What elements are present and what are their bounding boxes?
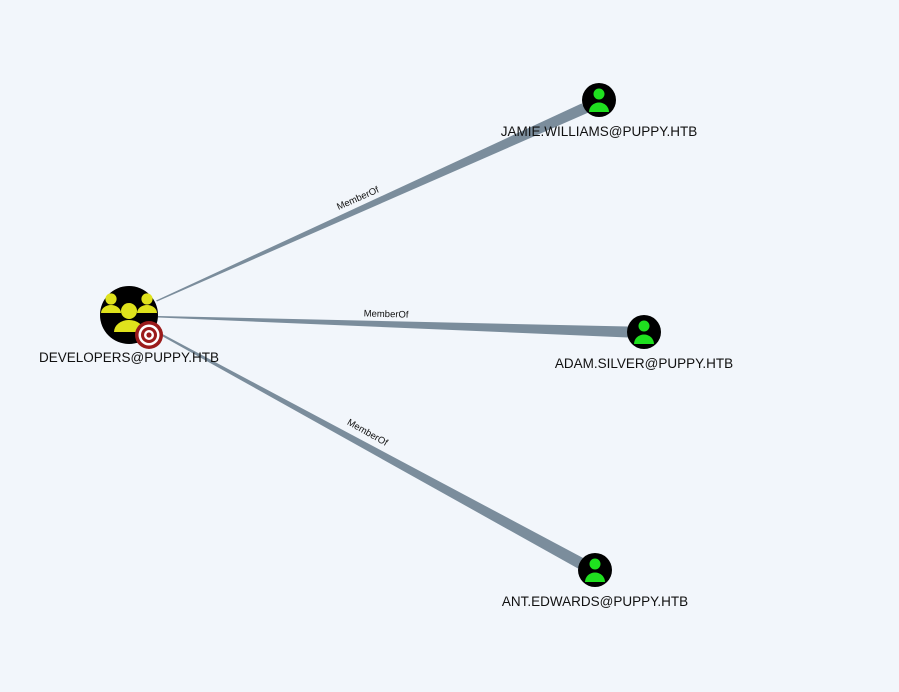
node-label: ANT.EDWARDS@PUPPY.HTB [502, 594, 688, 609]
edge-line[interactable] [156, 103, 589, 302]
node-adam-silver[interactable]: ADAM.SILVER@PUPPY.HTB [555, 315, 733, 371]
node-label: JAMIE.WILLIAMS@PUPPY.HTB [501, 124, 698, 139]
node-developers[interactable]: DEVELOPERS@PUPPY.HTB [39, 286, 219, 365]
user-icon [589, 88, 609, 112]
node-label: DEVELOPERS@PUPPY.HTB [39, 350, 219, 365]
edge-label: MemberOf [363, 308, 409, 320]
user-icon [585, 558, 605, 582]
node-ant-edwards[interactable]: ANT.EDWARDS@PUPPY.HTB [502, 553, 688, 609]
group-icon [101, 293, 157, 332]
edge-adam-developers[interactable]: MemberOf [158, 308, 628, 338]
user-icon [634, 320, 654, 344]
node-jamie-williams[interactable]: JAMIE.WILLIAMS@PUPPY.HTB [501, 83, 698, 139]
edge-line[interactable] [158, 316, 628, 338]
node-label: ADAM.SILVER@PUPPY.HTB [555, 356, 733, 371]
target-icon [135, 321, 163, 349]
edge-line[interactable] [152, 329, 585, 569]
